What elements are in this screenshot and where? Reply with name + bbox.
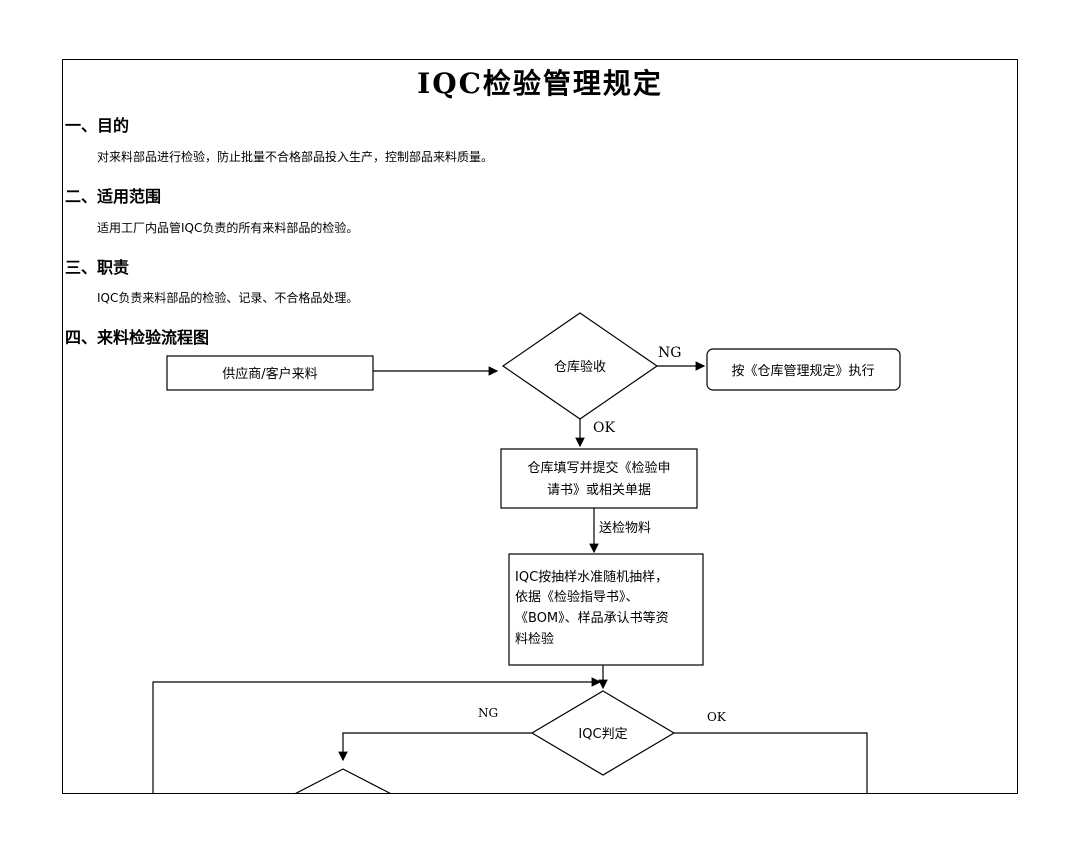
iqc-judge-diamond (530, 690, 676, 776)
ng-label-top: NG (658, 345, 681, 361)
submit-line-1: 仓库填写并提交《检验申 (527, 460, 670, 476)
supplier-box (166, 355, 374, 391)
section-heading-scope: 二、适用范围 (65, 187, 162, 206)
ng-action-box (706, 348, 901, 391)
arrow-loop-back (152, 677, 602, 793)
section-heading-purpose: 一、目的 (65, 116, 130, 135)
document-title: IQC检验管理规定 (417, 67, 663, 100)
iqc-sampling-box (508, 553, 704, 666)
submit-line-2: 请书》或相关单据 (547, 483, 651, 498)
inspection-flowchart: 供应商/客户来料 仓库验收 NG 按《仓库管理规定》执行 OK 仓库填写并提交《… (152, 312, 901, 793)
ok-label-bottom: OK (707, 710, 727, 724)
arrow-judge-ok (674, 732, 868, 793)
section-heading-flowchart: 四、来料检验流程图 (65, 328, 210, 347)
iqc-judge-label: IQC判定 (578, 727, 627, 742)
iqc-line-1: IQC按抽样水准随机抽样， (515, 570, 668, 585)
document-page: IQC检验管理规定 一、目的 对来料部品进行检验，防止批量不合格部品投入生产，控… (62, 59, 1018, 794)
review-diamond-partial (295, 768, 391, 793)
arrow-judge-ng (338, 732, 532, 762)
iqc-line-3: 《BOM》、样品承认书等资 (515, 610, 669, 626)
supplier-label: 供应商/客户来料 (222, 366, 317, 382)
send-material-label: 送检物料 (599, 521, 651, 536)
ok-label-top: OK (593, 420, 615, 436)
warehouse-check-label: 仓库验收 (554, 359, 606, 375)
section-body-responsibility: IQC负责来料部品的检验、记录、不合格品处理。 (97, 291, 359, 305)
section-heading-responsibility: 三、职责 (65, 258, 130, 277)
submit-request-box (500, 448, 698, 509)
iqc-line-2: 依据《检验指导书》、 (515, 589, 639, 605)
section-body-scope: 适用工厂内品管IQC负责的所有来料部品的检验。 (97, 221, 359, 235)
ng-label-bottom: NG (478, 706, 498, 720)
section-body-purpose: 对来料部品进行检验，防止批量不合格部品投入生产，控制部品来料质量。 (97, 150, 494, 164)
ng-action-label: 按《仓库管理规定》执行 (731, 363, 874, 379)
iqc-line-4: 料检验 (515, 631, 554, 647)
